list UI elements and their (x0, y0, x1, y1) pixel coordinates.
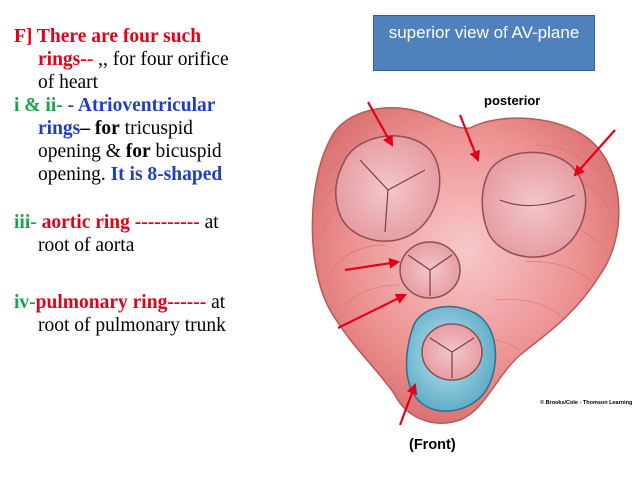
pointer-arrows (337, 101, 616, 426)
aortic-ring-term: aortic ring (36, 212, 130, 233)
slide-text: F] There are four such rings-- ,, for fo… (14, 25, 314, 337)
text-line: root of aorta (14, 234, 314, 257)
text-line: F] There are four such (14, 25, 314, 48)
text-line: iv-pulmonary ring------ at (14, 291, 314, 314)
diagram-title: superior view of AV-plane (388, 23, 580, 42)
atrioventricular-term: - Atrioventricular (62, 95, 216, 116)
posterior-label: posterior (484, 93, 541, 108)
opening-text: opening & (38, 141, 126, 162)
for-text: for (94, 118, 120, 139)
dash-text: – (80, 118, 95, 139)
at-text: at (206, 292, 226, 313)
aortic-valve (399, 241, 461, 299)
heart-text: of heart (38, 72, 99, 93)
numeral-iv: iv- (14, 292, 36, 313)
arrow-to-tricuspid (367, 101, 394, 147)
front-label: (Front) (409, 437, 456, 453)
root-aorta-text: root of aorta (38, 235, 135, 256)
copyright-note: © Brooks/Cole - Thomson Learning (540, 400, 633, 406)
text-line: root of pulmonary trunk (14, 314, 314, 337)
orifice-text: ,, for four orifice (93, 49, 229, 70)
root-pulmonary-text: root of pulmonary trunk (38, 315, 226, 336)
bicuspid-text: bicuspid (150, 141, 222, 162)
bicuspid-valve (481, 151, 587, 258)
text-line: opening & for bicuspid (14, 140, 314, 163)
text-line: rings-- ,, for four orifice (14, 48, 314, 71)
text-line: of heart (14, 71, 314, 94)
text-line: rings– for tricuspid (14, 117, 314, 140)
rings-text: rings-- (38, 49, 94, 70)
diagram-title-box: superior view of AV-plane (373, 15, 595, 71)
text-line: opening. It is 8-shaped (14, 163, 314, 186)
for-text: for (125, 141, 151, 162)
pulmonary-valve (405, 305, 497, 412)
numeral-i-ii: i & ii- (14, 95, 63, 116)
dashes-text: ---------- (129, 212, 200, 233)
text-line: iii- aortic ring ---------- at (14, 211, 314, 234)
arrow-to-aortic (344, 257, 401, 272)
arrow-to-bicuspid-right (573, 129, 616, 177)
rings-term: rings (38, 118, 81, 139)
arrow-to-pulmonary-left (337, 293, 407, 329)
numeral-iii: iii- (14, 212, 37, 233)
opening-text: opening. (38, 164, 111, 185)
tricuspid-valve (335, 135, 441, 242)
arrow-to-pulmonary-bottom (398, 382, 418, 426)
tricuspid-text: tricuspid (119, 118, 193, 139)
text-line: i & ii- - Atrioventricular (14, 94, 314, 117)
at-text: at (199, 212, 219, 233)
heading-text: F] There are four such (14, 26, 202, 47)
eight-shaped-text: It is 8-shaped (110, 164, 223, 185)
arrow-to-bicuspid-top (458, 114, 480, 163)
pulmonary-ring-term: pulmonary ring------ (35, 292, 207, 313)
